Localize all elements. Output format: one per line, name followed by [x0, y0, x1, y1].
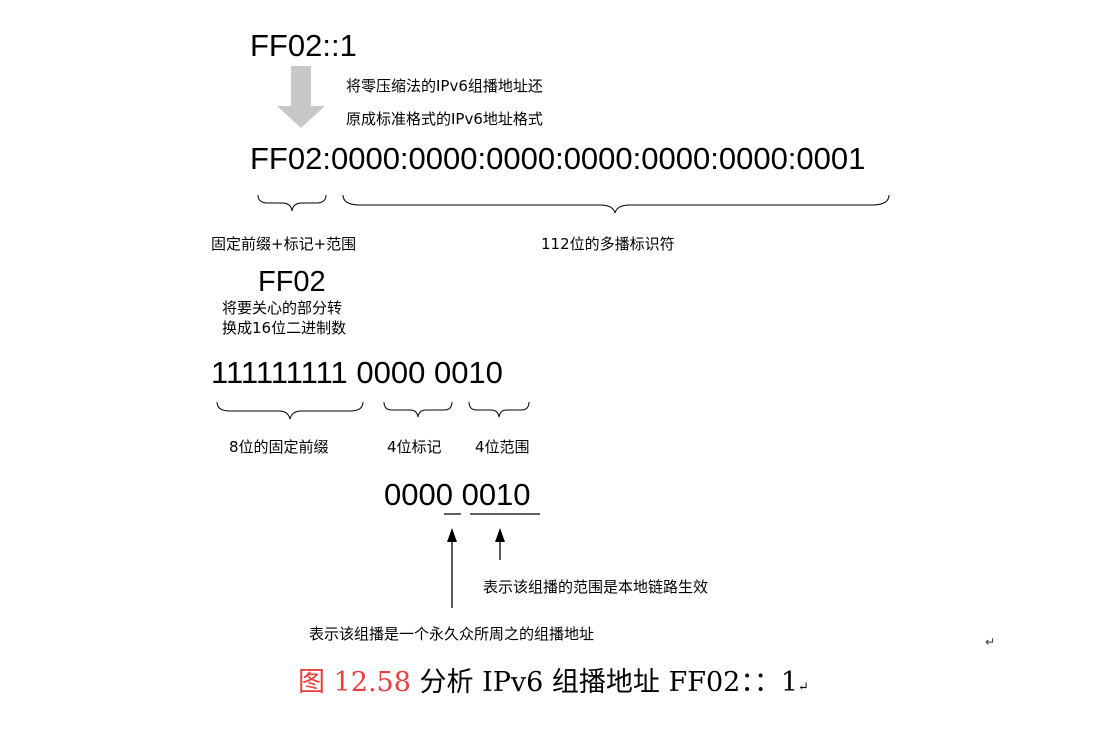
figure-caption: 图 12.58 分析 IPv6 组播地址 FF02：：1↵ — [298, 666, 809, 705]
binary-text: 111111111 0000 0010 — [211, 355, 503, 390]
convert-note-line2: 换成16位二进制数 — [222, 319, 347, 337]
binary-detail: 0000 0010 — [384, 477, 531, 512]
scope-label: 4位范围 — [475, 438, 530, 456]
fixed-prefix-brace — [216, 401, 364, 420]
down-arrow-icon — [277, 66, 325, 128]
scope-note: 表示该组播的范围是本地链路生效 — [483, 578, 709, 596]
full-address: FF02:0000:0000:0000:0000:0000:0000:0001 — [250, 141, 866, 176]
ff02-text: FF02 — [258, 266, 326, 298]
compressed-address: FF02::1 — [250, 28, 357, 63]
prefix-label: 固定前缀+标记+范围 — [211, 235, 357, 253]
restore-note-line1: 将零压缩法的IPv6组播地址还 — [346, 77, 543, 95]
caption-return-mark: ↵ — [798, 680, 809, 695]
restore-note-line2: 原成标准格式的IPv6地址格式 — [346, 110, 543, 128]
scope-brace — [468, 401, 530, 418]
figure-number: 图 12.58 — [298, 667, 411, 698]
scope-arrow-head-icon — [495, 528, 505, 542]
flag-brace — [383, 401, 453, 418]
fixed-prefix-label: 8位的固定前缀 — [229, 438, 329, 456]
identifier-brace — [342, 194, 890, 214]
flag-label: 4位标记 — [387, 438, 442, 456]
prefix-brace — [257, 194, 327, 212]
flag-arrow-head-icon — [447, 528, 457, 542]
flag-note: 表示该组播是一个永久众所周之的组播地址 — [309, 625, 595, 643]
convert-note-line1: 将要关心的部分转 — [222, 299, 343, 317]
figure-title: 分析 IPv6 组播地址 FF02：：1 — [419, 667, 798, 698]
return-mark: ↵ — [985, 635, 996, 649]
identifier-label: 112位的多播标识符 — [541, 235, 675, 253]
